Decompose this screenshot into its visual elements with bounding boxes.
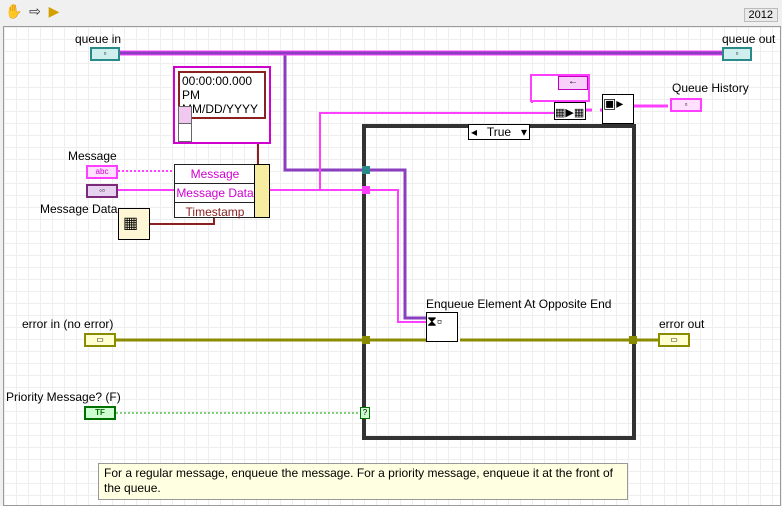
tunnel-error-in [362, 336, 370, 344]
case-selector[interactable]: ◂ True ▾ [468, 124, 530, 140]
bundle-row-timestamp: Timestamp [185, 205, 245, 219]
build-array-node[interactable]: ▦▶▦ [554, 102, 586, 120]
error-in-label: error in (no error) [22, 317, 114, 331]
array-icon: ▫ [684, 100, 688, 109]
block-diagram[interactable] [3, 26, 781, 506]
refnum-icon: ▫ [735, 49, 739, 58]
back-arrow-icon: ← [558, 76, 588, 90]
queue-in-label: queue in [75, 32, 122, 46]
enqueue-opposite-end-node[interactable]: ⧗▫ [426, 312, 458, 342]
clock-icon: ▦ [123, 215, 139, 232]
queue-wire [120, 51, 722, 320]
case-structure[interactable] [362, 124, 636, 440]
error-out-label: error out [659, 317, 705, 331]
cluster-icon: ▭ [670, 335, 678, 344]
run-icon[interactable]: ▶ [48, 3, 60, 19]
preview-queue-node[interactable]: ▣▸ [602, 94, 634, 124]
queue-out-label: queue out [722, 32, 776, 46]
left-arrow-icon[interactable]: ◂ [471, 125, 478, 139]
tunnel-error-out [629, 336, 637, 344]
array-index [178, 106, 192, 142]
toolbar: ✋ ⇨ ▶ 2012 [0, 0, 782, 24]
hand-icon[interactable]: ✋ [5, 3, 23, 19]
queue-history-label: Queue History [672, 81, 749, 95]
variant-icon: ◦▫ [99, 186, 105, 195]
tunnel-queue [362, 166, 370, 174]
enqueue-label: Enqueue Element At Opposite End [426, 297, 612, 311]
bundle-output-node[interactable] [254, 164, 270, 218]
queue-icon: ▣▸ [603, 95, 624, 111]
error-out-terminal[interactable]: ▭ [658, 333, 690, 347]
bundle-row-message-data: Message Data [175, 184, 255, 203]
bundle-row-message: Message [175, 165, 255, 184]
string-wire-accents [120, 50, 722, 56]
cluster-icon: ▭ [96, 335, 104, 344]
message-label: Message [68, 149, 117, 163]
dropdown-arrow-icon[interactable]: ▾ [520, 125, 527, 139]
bundle-by-name-node[interactable]: Message Message Data Timestamp [174, 164, 256, 219]
priority-label: Priority Message? (F) [6, 390, 121, 404]
queue-out-terminal[interactable]: ▫ [722, 47, 752, 61]
priority-terminal[interactable]: TF [84, 406, 116, 420]
queue-history-terminal[interactable]: ▫ [670, 98, 702, 112]
get-timestamp-node[interactable]: ▦ [118, 208, 150, 240]
case-selector-terminal[interactable]: ? [360, 407, 370, 419]
arrow-icon[interactable]: ⇨ [29, 3, 41, 19]
error-in-terminal[interactable]: ▭ [84, 333, 116, 347]
timestamp-constant[interactable]: 00:00:00.000 PM MM/DD/YYYY [173, 66, 271, 144]
timestamp-date: MM/DD/YYYY [182, 102, 259, 116]
case-selector-value: True [486, 125, 512, 139]
version-badge: 2012 [743, 8, 778, 22]
enqueue-icon: ⧗▫ [427, 313, 442, 329]
build-array-icon: ▦▶▦ [555, 107, 585, 119]
message-data-terminal[interactable]: ◦▫ [86, 184, 118, 198]
message-data-label: Message Data [40, 202, 118, 216]
queue-in-terminal[interactable]: ▫ [90, 47, 120, 61]
history-feedback-node[interactable]: ← [530, 74, 590, 102]
message-terminal[interactable]: abc [86, 165, 118, 179]
timestamp-display: 00:00:00.000 PM MM/DD/YYYY [178, 71, 266, 119]
tunnel-message [362, 186, 370, 194]
timestamp-time: 00:00:00.000 PM [182, 74, 253, 102]
refnum-icon: ▫ [103, 49, 107, 58]
diagram-comment: For a regular message, enqueue the messa… [98, 463, 628, 500]
message-wire [118, 85, 557, 323]
